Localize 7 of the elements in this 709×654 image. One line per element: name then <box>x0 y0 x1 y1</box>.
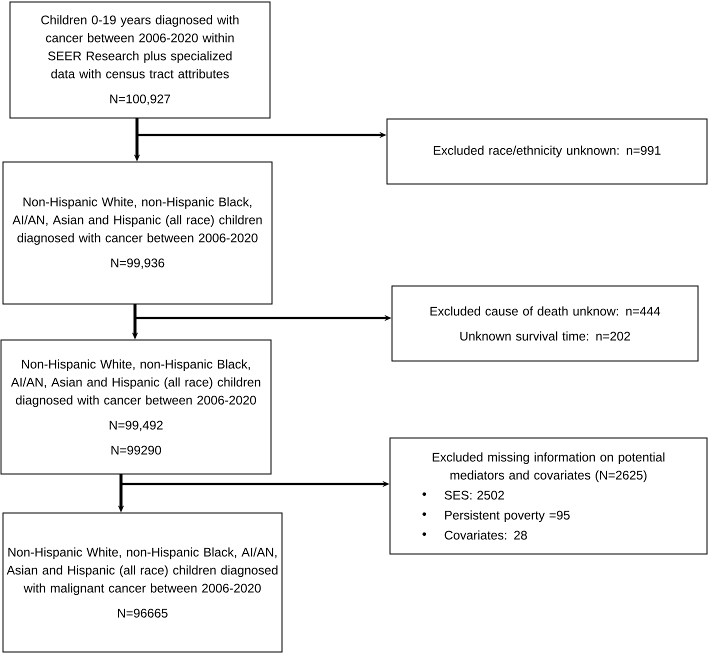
flow-box: Excluded cause of death unknow: n=444 Unknown survival time: n=202 <box>392 286 698 362</box>
flow-box: Non-Hispanic White, non-Hispanic Black, AI/AN, Asian and Hispanic (all race) children diagnosed with malignant cancer between 2006-2020 N=96665 <box>2 512 282 652</box>
flow-box: Children 0-19 years diagnosed with cancer between 2006-2020 within SEER Research plus specialized data with census tract attributes N=100,927 <box>10 2 270 118</box>
flow-box: Excluded missing information on potential mediators and covariates (N=2625) SES: 2502 Persistent poverty =95 Covariates: 28 <box>390 438 708 554</box>
flow-box: Excluded race/ethnicity unknown: n=991 <box>386 118 708 184</box>
flow-box: Non-Hispanic White, non-Hispanic Black, AI/AN, Asian and Hispanic (all race) children diagnosed with cancer between 2006-2020 N=99,936 <box>2 162 272 304</box>
flow-box: Non-Hispanic White, non-Hispanic Black, AI/AN, Asian and Hispanic (all race) children diagnosed with cancer between 2006-2020 N=99,492 N=99290 <box>0 340 272 474</box>
